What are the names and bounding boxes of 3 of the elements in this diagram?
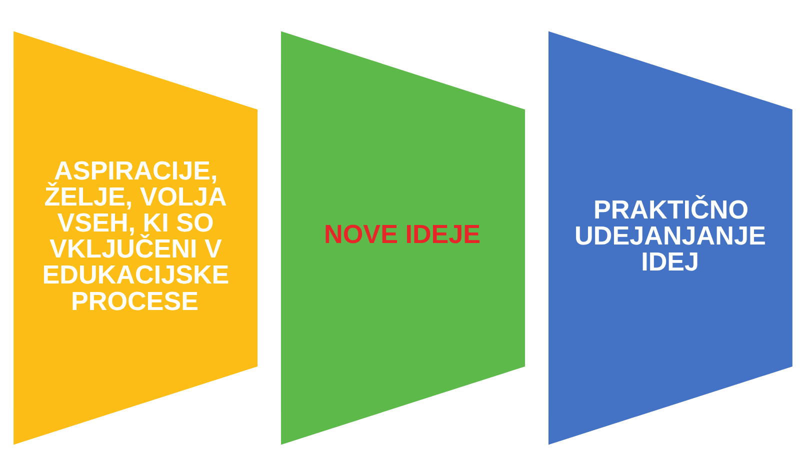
- node-box: PRAKTIČNO UDEJANJANJE IDEJ: [548, 31, 792, 445]
- node-box: NOVE IDEJE: [281, 31, 525, 445]
- node-box: ASPIRACIJE, ŽELJE, VOLJA VSEH, KI SO VKLJUČENI V EDUKACIJSKE PROCESE: [14, 31, 258, 445]
